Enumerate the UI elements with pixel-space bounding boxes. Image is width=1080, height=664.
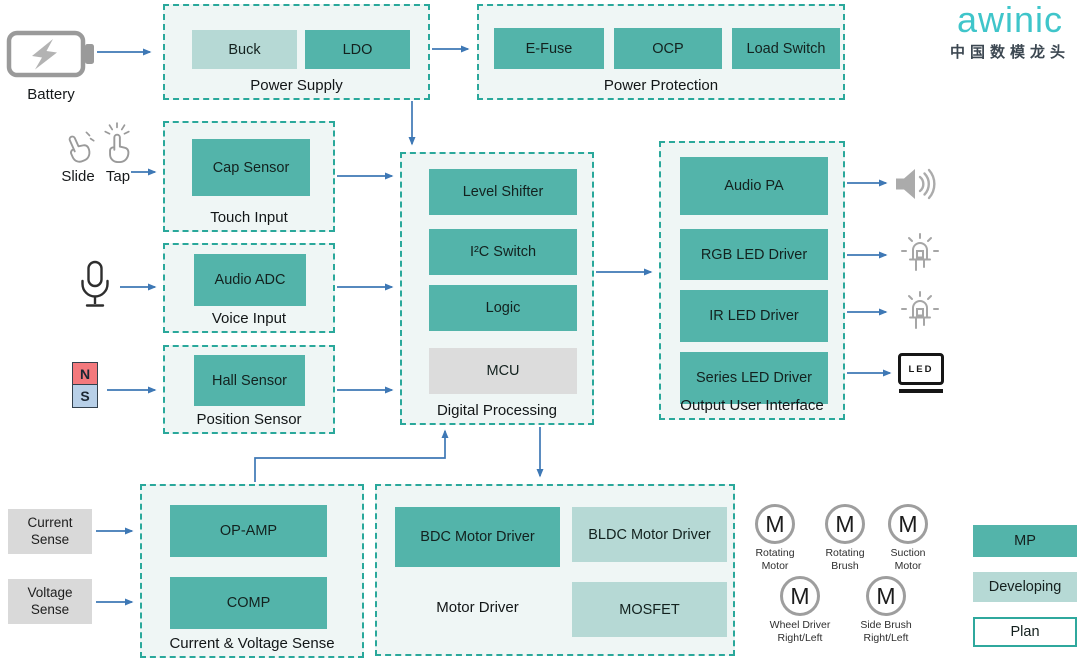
group-current-voltage-sense: OP-AMP COMP Current & Voltage Sense [140,484,364,658]
legend-plan: Plan [973,617,1077,647]
motor-label: Rotating Brush [825,547,865,572]
voltage-sense-label: Voltage Sense [8,579,92,624]
motor-icon: M [755,504,795,544]
group-title-motor-driver: Motor Driver [436,599,519,616]
current-sense-label: Current Sense [8,509,92,554]
ir-led-icon [901,291,939,329]
block-series-led-driver: Series LED Driver [680,352,828,404]
magnet-icon: N S [72,362,98,408]
legend-mp: MP [973,525,1077,557]
block-hall-sensor: Hall Sensor [194,355,305,406]
logo-tagline-text: 中国数模龙头 [949,44,1070,61]
group-title-position-sensor: Position Sensor [196,411,302,428]
tap-label: Tap [105,168,131,185]
block-efuse: E-Fuse [494,28,604,69]
led-display-text: LED [898,353,944,385]
motor-label: Side Brush Right/Left [860,619,912,644]
block-load-switch: Load Switch [732,28,840,69]
motor-icon: M [780,576,820,616]
group-motor-driver: BDC Motor Driver BLDC Motor Driver MOSFE… [375,484,735,656]
rgb-led-icon [901,233,939,271]
motor-suction-motor: M Suction Motor [869,504,947,572]
magnet-south-label: S [72,385,98,408]
led-display-base [899,389,943,393]
group-title-power-protection: Power Protection [603,77,719,94]
group-position-sensor: Hall Sensor Position Sensor [163,345,335,434]
block-buck: Buck [192,30,297,69]
legend-developing: Developing [973,572,1077,602]
motor-icon: M [888,504,928,544]
awinic-logo: awinic 中国数模龙头 [950,2,1070,62]
block-cap-sensor: Cap Sensor [192,139,310,196]
group-voice-input: Audio ADC Voice Input [163,243,335,333]
microphone-icon [81,260,109,307]
tap-gesture-icon [104,122,130,164]
block-audio-pa: Audio PA [680,157,828,215]
block-mcu: MCU [429,348,577,394]
motor-icon: M [825,504,865,544]
motor-rotating-motor: M Rotating Motor [736,504,814,572]
group-title-voice-input: Voice Input [211,310,287,327]
group-digital-processing: Level Shifter I²C Switch Logic MCU Digit… [400,152,594,425]
block-comp: COMP [170,577,327,629]
logo-brand-text: awinic [956,0,1064,40]
block-ir-led-driver: IR LED Driver [680,290,828,342]
block-i2c-switch: I²C Switch [429,229,577,275]
motor-wheel-driver: M Wheel Driver Right/Left [761,576,839,644]
motor-side-brush: M Side Brush Right/Left [847,576,925,644]
block-op-amp: OP-AMP [170,505,327,557]
battery-icon [6,30,94,78]
group-title-touch-input: Touch Input [210,209,288,226]
slide-label: Slide [61,168,95,185]
motor-icon: M [866,576,906,616]
group-title-current-voltage-sense: Current & Voltage Sense [169,635,335,652]
group-title-power-supply: Power Supply [250,77,343,94]
group-power-supply: Buck LDO Power Supply [163,4,430,100]
battery-label: Battery [27,86,75,103]
block-bdc-motor-driver: BDC Motor Driver [395,507,560,567]
group-title-digital-processing: Digital Processing [436,402,558,419]
motor-label: Rotating Motor [755,547,795,572]
group-power-protection: E-Fuse OCP Load Switch Power Protection [477,4,845,100]
block-logic: Logic [429,285,577,331]
block-bldc-motor-driver: BLDC Motor Driver [572,507,727,562]
magnet-north-label: N [72,362,98,385]
block-ocp: OCP [614,28,722,69]
led-display-icon: LED [898,353,944,393]
group-title-output-user-interface: Output User Interface [680,397,824,414]
group-output-user-interface: Audio PA RGB LED Driver IR LED Driver Se… [659,141,845,420]
block-ldo: LDO [305,30,410,69]
slide-gesture-icon [68,131,95,163]
motor-label: Suction Motor [890,547,926,572]
block-rgb-led-driver: RGB LED Driver [680,229,828,280]
motor-label: Wheel Driver Right/Left [769,619,831,644]
motor-rotating-brush: M Rotating Brush [806,504,884,572]
block-level-shifter: Level Shifter [429,169,577,215]
speaker-icon [896,168,936,200]
group-touch-input: Cap Sensor Touch Input [163,121,335,232]
block-audio-adc: Audio ADC [194,254,306,306]
block-mosfet: MOSFET [572,582,727,637]
